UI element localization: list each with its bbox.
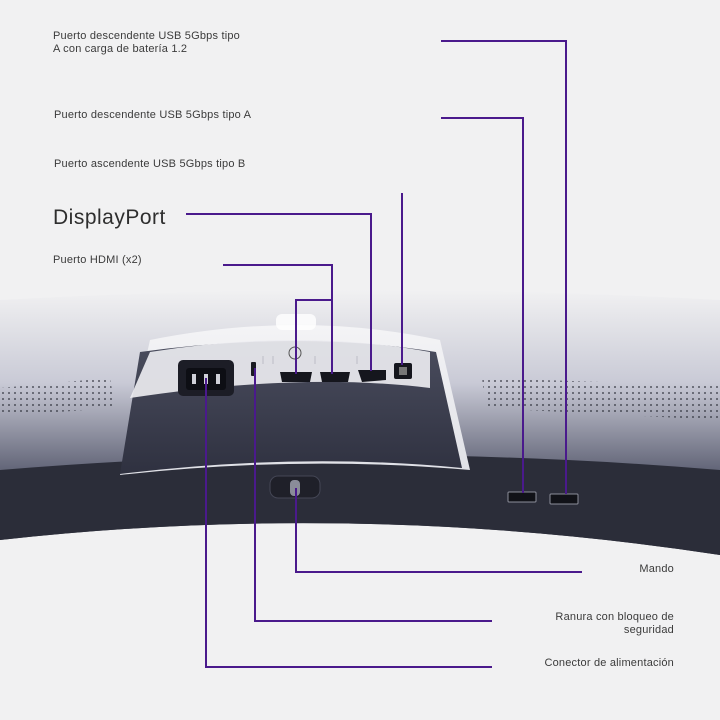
callout-usb-down <box>441 117 524 493</box>
callout-power <box>205 378 492 668</box>
usb-a-port-2 <box>549 493 579 505</box>
vent-grille-right <box>482 378 720 420</box>
label-usb-up: Puerto ascendente USB 5Gbps tipo B <box>54 158 246 170</box>
label-displayport: DisplayPort <box>53 206 166 229</box>
label-hdmi: Puerto HDMI (x2) <box>53 254 142 266</box>
label-usb-charging-line1: Puerto descendente USB 5Gbps tipo <box>53 30 240 42</box>
label-usb-charging-line2: A con carga de batería 1.2 <box>53 43 188 55</box>
label-security-line1: Ranura con bloqueo de <box>555 611 674 623</box>
vent-grille-left <box>0 378 115 416</box>
usb-a-port-1 <box>507 491 537 503</box>
label-security-slot: Ranura con bloqueo de seguridad <box>555 611 674 637</box>
monitor-bottom-edge <box>0 455 720 555</box>
callout-usb-charging <box>441 40 567 494</box>
callout-displayport <box>186 213 372 371</box>
label-usb-charging: Puerto descendente USB 5Gbps tipo A con … <box>53 30 240 56</box>
hdmi-port-2 <box>320 372 350 382</box>
label-security-line2: seguridad <box>623 624 674 636</box>
label-usb-down: Puerto descendente USB 5Gbps tipo A <box>54 109 252 121</box>
callout-hdmi-branch <box>295 299 332 374</box>
displayport-port <box>358 370 386 382</box>
label-power: Conector de alimentación <box>544 657 674 669</box>
callout-hdmi <box>223 264 333 374</box>
callout-lines <box>186 40 582 668</box>
callout-security <box>254 368 492 622</box>
hdmi-port-1 <box>280 372 312 382</box>
callout-joystick <box>295 488 582 573</box>
label-joystick: Mando <box>639 563 674 575</box>
